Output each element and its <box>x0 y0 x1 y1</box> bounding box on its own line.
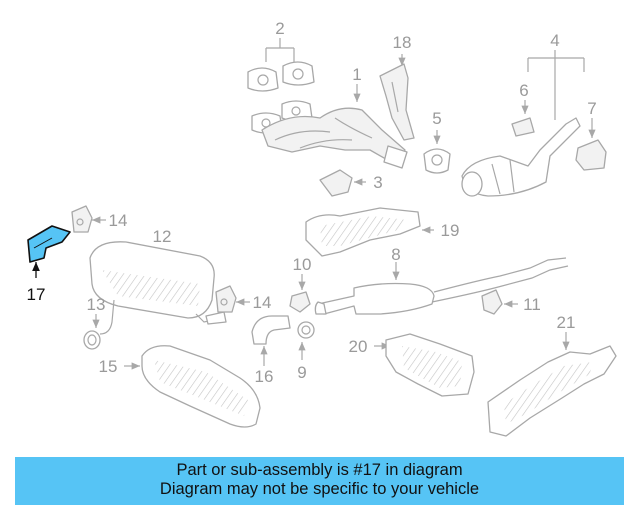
part-7-mount <box>575 118 607 171</box>
banner-line-2: Diagram may not be specific to your vehi… <box>159 480 480 498</box>
callout-16: 16 <box>255 367 274 386</box>
callout-17: 17 <box>27 285 46 304</box>
callout-2: 2 <box>275 19 284 38</box>
callout-8: 8 <box>391 245 400 264</box>
part-15-heat-shield <box>124 345 261 428</box>
callout-7: 7 <box>587 99 596 118</box>
callout-15: 15 <box>99 357 118 376</box>
part-11-hanger <box>481 289 518 315</box>
callout-3: 3 <box>373 173 382 192</box>
callout-19: 19 <box>441 221 460 240</box>
callout-5: 5 <box>432 109 441 128</box>
part-6-bracket <box>511 100 535 137</box>
part-9-clamp <box>297 321 315 360</box>
part-4-converter <box>461 50 585 197</box>
part-18-heat-shield <box>379 54 415 141</box>
info-banner: Part or sub-assembly is #17 in diagram D… <box>15 457 624 505</box>
callout-6: 6 <box>519 81 528 100</box>
part-14-lower-hanger <box>215 285 250 313</box>
callout-20: 20 <box>349 337 368 356</box>
callout-21: 21 <box>557 313 576 332</box>
callout-14-upper: 14 <box>109 211 128 230</box>
part-16-pipe <box>251 315 291 366</box>
callout-9: 9 <box>297 363 306 382</box>
part-2-gaskets <box>247 38 315 134</box>
callout-12: 12 <box>153 227 172 246</box>
part-12-muffler <box>89 241 227 335</box>
part-14-upper-hanger <box>71 205 106 233</box>
callout-1: 1 <box>352 65 361 84</box>
callout-13: 13 <box>87 295 106 314</box>
part-13-clamp <box>83 314 101 350</box>
part-1-manifold <box>261 84 408 169</box>
part-17-highlighted <box>27 225 71 278</box>
part-8-center-pipe <box>314 257 569 315</box>
part-19-heat-shield <box>305 207 434 257</box>
callout-14-lower: 14 <box>253 293 272 312</box>
callout-10: 10 <box>293 255 312 274</box>
callout-11: 11 <box>523 295 541 314</box>
part-3-bracket <box>319 169 366 197</box>
callout-4: 4 <box>550 31 559 50</box>
callout-18: 18 <box>393 33 412 52</box>
banner-line-1: Part or sub-assembly is #17 in diagram <box>176 461 463 479</box>
part-21-heat-shield <box>487 332 617 437</box>
part-10-hanger <box>289 274 311 313</box>
part-20-heat-shield <box>374 333 475 397</box>
part-5-gasket <box>423 130 451 174</box>
